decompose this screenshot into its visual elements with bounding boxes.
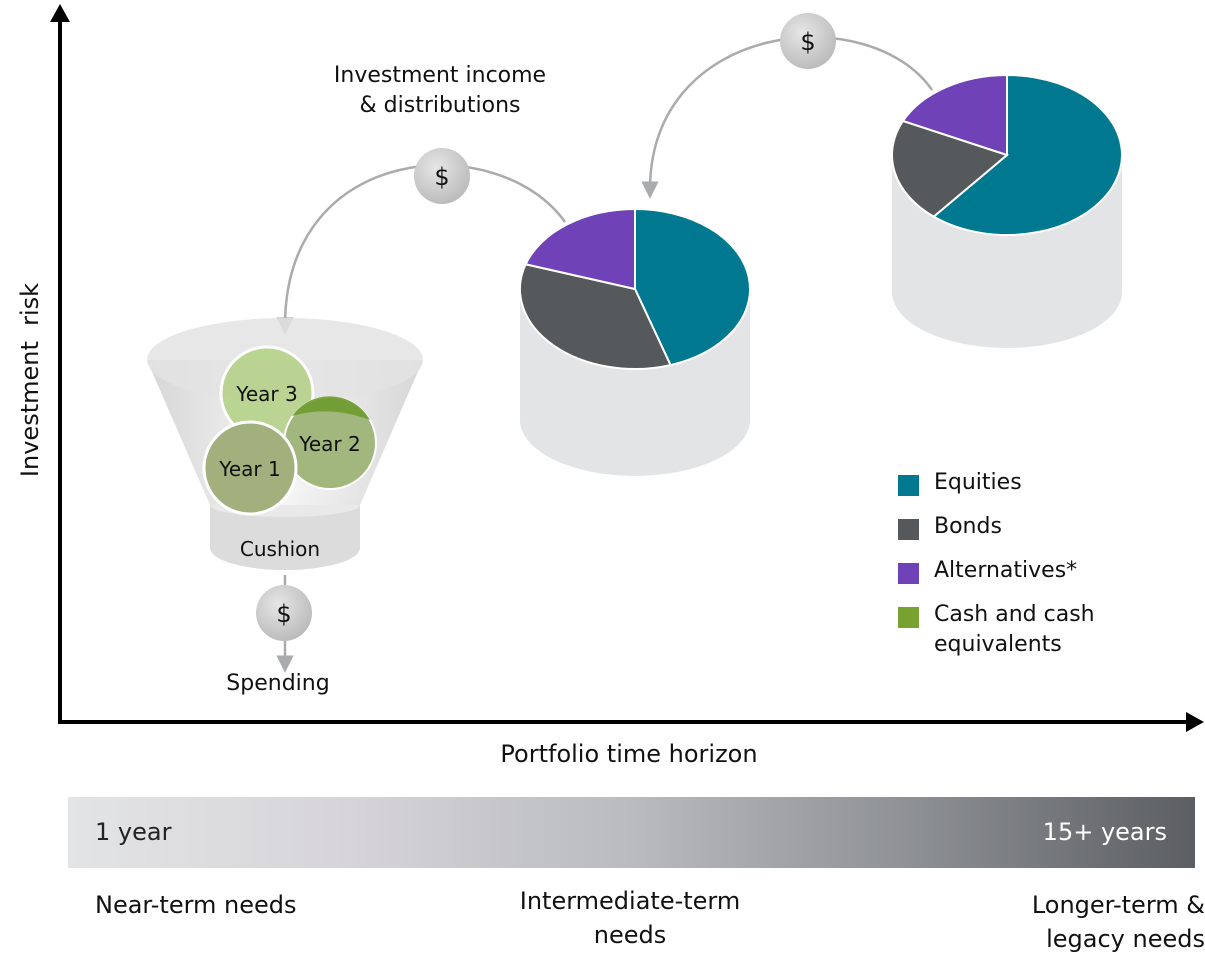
pie-longer bbox=[891, 73, 1123, 236]
svg-text:Year 2: Year 2 bbox=[298, 432, 360, 456]
intermediate-term-needs-label: Intermediate-term needs bbox=[519, 887, 741, 949]
legend-swatch bbox=[898, 607, 919, 628]
year-3-ball: Year 3 bbox=[219, 345, 315, 441]
legend-item-bonds: Bonds bbox=[898, 512, 1158, 542]
dollar-icon: $ bbox=[276, 600, 291, 628]
pie-cylinder-longer bbox=[891, 73, 1123, 348]
cash-funnel: Cushion Year 3 Year 2 Year 1 bbox=[147, 318, 423, 570]
income-label-line2: & distributions bbox=[360, 93, 521, 118]
dollar-icon: $ bbox=[800, 28, 815, 56]
legend-label: Bonds bbox=[934, 514, 1002, 539]
y-axis-arrow bbox=[50, 4, 70, 22]
cushion-label: Cushion bbox=[240, 537, 320, 561]
pie-slice-alternatives bbox=[901, 73, 1008, 157]
legend-item-alternatives: Alternatives* bbox=[898, 556, 1158, 586]
horizon-right-label: 15+ years bbox=[1042, 818, 1167, 846]
income-label-line1: Investment income bbox=[334, 63, 546, 88]
cushion-base bbox=[210, 505, 360, 570]
pie-slice-equities bbox=[931, 73, 1123, 236]
dollar-coin-middle: $ bbox=[414, 148, 470, 204]
longer-term-needs-label: Longer-term & legacy needs bbox=[1031, 891, 1205, 953]
y-axis-label: Investment risk bbox=[16, 283, 44, 477]
dollar-coin-bottom: $ bbox=[256, 585, 312, 641]
legend-label: Cash and cash equivalents bbox=[934, 602, 1095, 657]
year-1-ball: Year 1 bbox=[202, 420, 298, 516]
svg-text:Year 1: Year 1 bbox=[218, 457, 280, 481]
legend-item-equities: Equities bbox=[898, 468, 1158, 498]
pie-slice-bonds bbox=[891, 119, 1010, 218]
svg-text:Year 3: Year 3 bbox=[235, 382, 297, 406]
pie-intermediate bbox=[519, 207, 751, 370]
pie-cylinder-intermediate bbox=[519, 207, 751, 476]
legend: Equities Bonds Alternatives* Cash and ca… bbox=[898, 468, 1158, 674]
flow-arc-mid-to-funnel bbox=[276, 164, 567, 335]
legend-swatch bbox=[898, 519, 919, 540]
dollar-icon: $ bbox=[434, 163, 449, 191]
flow-arc-long-to-mid bbox=[641, 36, 934, 199]
legend-label: Alternatives* bbox=[934, 558, 1078, 583]
legend-swatch bbox=[898, 563, 919, 584]
axes: Investment risk Portfolio time horizon bbox=[16, 4, 1204, 768]
horizon-left-label: 1 year bbox=[95, 818, 172, 846]
pie-slice-alternatives bbox=[524, 207, 636, 291]
year-2-ball: Year 2 bbox=[283, 396, 377, 490]
x-axis-arrow bbox=[1186, 712, 1204, 732]
x-axis-label: Portfolio time horizon bbox=[500, 740, 757, 768]
pie-slice-equities bbox=[634, 207, 751, 367]
legend-label: Equities bbox=[934, 470, 1022, 495]
legend-swatch bbox=[898, 475, 919, 496]
legend-item-cash: Cash and cash equivalents bbox=[898, 600, 1158, 660]
pie-slice-bonds bbox=[519, 263, 672, 370]
dollar-coin-top: $ bbox=[780, 13, 836, 69]
near-term-needs-label: Near-term needs bbox=[95, 891, 297, 919]
time-horizon-bar bbox=[68, 797, 1195, 868]
spending-label: Spending bbox=[226, 671, 329, 696]
